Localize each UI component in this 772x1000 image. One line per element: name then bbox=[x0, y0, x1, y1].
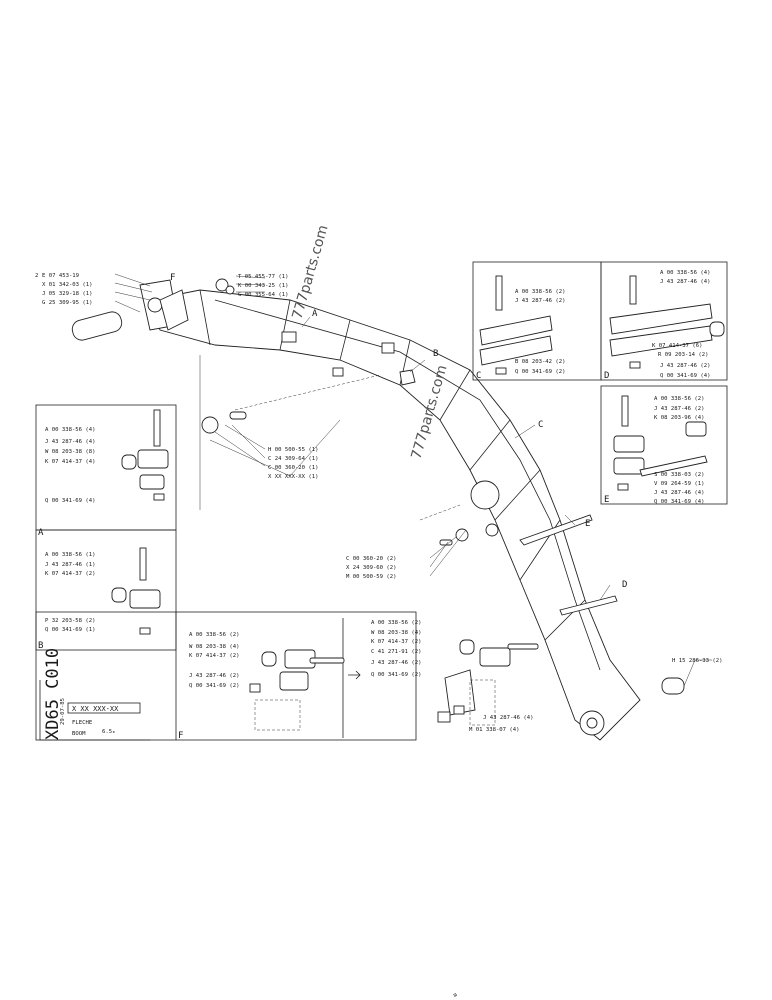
panel-b-item-3: K 07 414-37 (2) bbox=[45, 571, 96, 577]
panel-b-item-4: P 32 203-58 (2) bbox=[45, 618, 96, 624]
drawing-code: XD65 C010 bbox=[43, 648, 63, 740]
panel-b-letter: B bbox=[38, 641, 43, 651]
callout-top-left-1: E 07 453-19 bbox=[42, 273, 79, 279]
panel-e-item-2: J 43 287-46 (2) bbox=[654, 406, 705, 412]
panel-e-item-3: K 08 203-96 (4) bbox=[654, 415, 705, 421]
panel-c-item-3: B 08 203-42 (2) bbox=[515, 359, 566, 365]
panel-c: A 00 338-56 (2) J 43 287-46 (2) B 08 203… bbox=[476, 289, 566, 381]
date-code: 29-07-85 bbox=[60, 698, 66, 725]
callout-top-left-3: J 05 329-18 (1) bbox=[42, 291, 93, 297]
panel-e: A 00 338-56 (2) J 43 287-46 (2) K 08 203… bbox=[604, 396, 705, 505]
callout-top-center-2: K 00 343-25 (1) bbox=[238, 283, 289, 289]
panel-b: A 00 338-56 (1) J 43 287-46 (1) K 07 414… bbox=[38, 552, 96, 651]
panel-f-left-item-3: K 07 414-37 (2) bbox=[189, 653, 240, 659]
callout-pin-3: C 00 360-20 (1) bbox=[268, 465, 319, 471]
callout-top-center-3: G 00 355-64 (1) bbox=[238, 292, 289, 298]
leader-lines bbox=[114, 273, 712, 687]
panel-e-item-1: A 00 338-56 (2) bbox=[654, 396, 705, 402]
panel-a-item-5: Q 00 341-69 (4) bbox=[45, 498, 96, 504]
panel-f-right-item-3: K 07 414-37 (2) bbox=[371, 639, 422, 645]
panel-e-item-5: V 09 264-59 (1) bbox=[654, 481, 705, 487]
callout-lower-pin-3: M 00 500-59 (2) bbox=[346, 574, 397, 580]
panel-f-letter: F bbox=[178, 731, 183, 741]
boom-drawing bbox=[71, 278, 685, 741]
panel-a-item-2: J 43 287-46 (4) bbox=[45, 439, 96, 445]
letter-f: F bbox=[170, 273, 175, 283]
panel-a-item-4: K 07 414-37 (4) bbox=[45, 459, 96, 465]
callout-lower-pin-1: C 00 360-20 (2) bbox=[346, 556, 397, 562]
title-en: BOOM bbox=[72, 731, 86, 737]
letter-b: B bbox=[433, 349, 438, 359]
panel-c-item-4: Q 00 341-69 (2) bbox=[515, 369, 566, 375]
title-block: XD65 C010 29-07-85 X XX XXX-XX FLECHE BO… bbox=[43, 648, 141, 740]
panel-e-item-7: Q 00 341-69 (4) bbox=[654, 499, 705, 505]
panel-b-item-1: A 00 338-56 (1) bbox=[45, 552, 96, 558]
panel-b-item-5: Q 00 341-69 (1) bbox=[45, 627, 96, 633]
letter-d: D bbox=[622, 580, 627, 590]
title-part-number: X XX XXX-XX bbox=[72, 705, 119, 713]
callout-lower-pin-2: X 24 309-60 (2) bbox=[346, 565, 397, 571]
panel-f-left-item-5: Q 00 341-69 (2) bbox=[189, 683, 240, 689]
panel-a-item-1: A 00 338-56 (4) bbox=[45, 427, 96, 433]
panel-f-right-item-2: W 08 203-38 (4) bbox=[371, 630, 422, 636]
letter-e: E bbox=[585, 519, 590, 529]
panel-c-letter: C bbox=[476, 371, 481, 381]
panel-e-item-6: J 43 287-46 (4) bbox=[654, 490, 705, 496]
panel-c-item-1: A 00 338-56 (2) bbox=[515, 289, 566, 295]
callout-pin-1: H 00 500-55 (1) bbox=[268, 447, 319, 453]
callout-prefix: 2 bbox=[35, 273, 38, 279]
panel-f-right-item-1: A 00 338-56 (2) bbox=[371, 620, 422, 626]
panel-d-item-2: J 43 287-46 (4) bbox=[660, 279, 711, 285]
panel-d-item-6: Q 00 341-69 (4) bbox=[660, 373, 711, 379]
panel-d-item-5: J 43 287-46 (2) bbox=[660, 363, 711, 369]
panel-f-right-item-5: J 43 287-46 (2) bbox=[371, 660, 422, 666]
panel-f-left-item-2: W 08 203-38 (4) bbox=[189, 644, 240, 650]
callout-pin-2: C 24 309-64 (1) bbox=[268, 456, 319, 462]
panel-f-right-item-8: M 01 338-07 (4) bbox=[469, 727, 520, 733]
panel-d: A 00 338-56 (4) J 43 287-46 (4) K 07 414… bbox=[604, 270, 711, 381]
callout-top-center-1: T 05 455-77 (1) bbox=[238, 274, 289, 280]
panel-d-item-3: K 07 414-37 (6) bbox=[652, 343, 703, 349]
panel-b-item-2: J 43 287-46 (1) bbox=[45, 562, 96, 568]
letter-c: C bbox=[538, 420, 543, 430]
panel-d-item-4: R 09 203-14 (2) bbox=[658, 352, 709, 358]
panel-e-item-4: S 00 338-03 (2) bbox=[654, 472, 705, 478]
callout-top-left-2: X 01 342-03 (1) bbox=[42, 282, 93, 288]
panel-f-left-item-1: A 00 338-56 (2) bbox=[189, 632, 240, 638]
panel-f-right-item-6: Q 00 341-69 (2) bbox=[371, 672, 422, 678]
panel-a-item-3: W 08 203-38 (8) bbox=[45, 449, 96, 455]
title-dimension: 6.5ₘ bbox=[102, 729, 115, 735]
panel-frames bbox=[35, 261, 728, 741]
panel-d-letter: D bbox=[604, 371, 609, 381]
callout-pin-4: X XX XXX-XX (1) bbox=[268, 474, 319, 480]
panel-a: A 00 338-56 (4) J 43 287-46 (4) W 08 203… bbox=[38, 427, 96, 538]
page-mark: ш bbox=[452, 992, 458, 999]
panel-f-left-item-4: J 43 287-46 (2) bbox=[189, 673, 240, 679]
panel-c-item-2: J 43 287-46 (2) bbox=[515, 298, 566, 304]
panel-f-right-item-4: C 41 271-91 (2) bbox=[371, 649, 422, 655]
panel-e-letter: E bbox=[604, 495, 609, 505]
panel-a-letter: A bbox=[38, 528, 44, 538]
panel-sketches bbox=[111, 275, 725, 731]
panel-f: A 00 338-56 (2) W 08 203-38 (4) K 07 414… bbox=[178, 620, 534, 741]
panel-d-item-1: A 00 338-56 (4) bbox=[660, 270, 711, 276]
title-fr: FLECHE bbox=[72, 720, 93, 726]
panel-f-right-item-7: J 43 287-46 (4) bbox=[483, 715, 534, 721]
callout-right-pin: H 15 286-33 (2) bbox=[672, 658, 723, 664]
letter-a: A bbox=[312, 309, 318, 319]
callout-top-left-4: G 25 309-95 (1) bbox=[42, 300, 93, 306]
